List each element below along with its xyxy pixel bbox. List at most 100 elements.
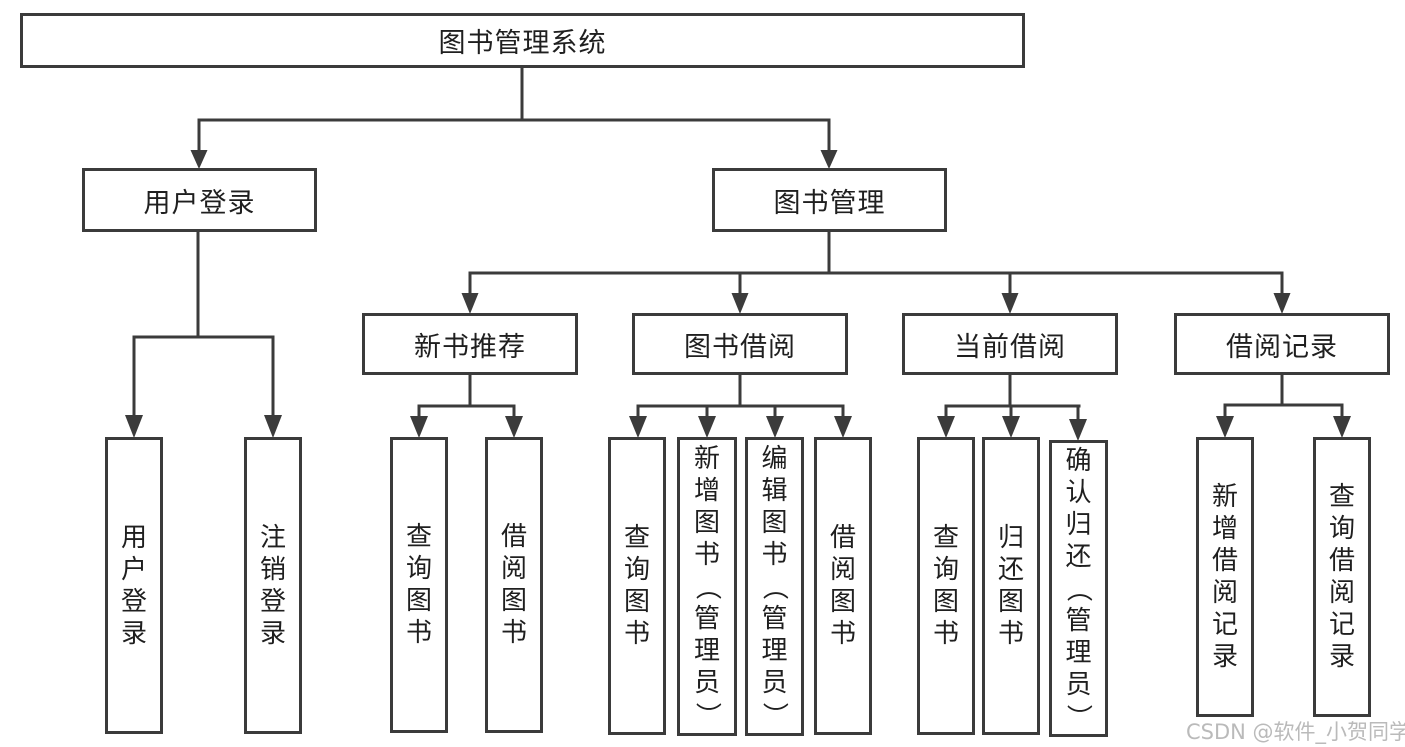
node-label: 查询图书 bbox=[624, 522, 650, 650]
vertical-char: 记 bbox=[1328, 610, 1355, 640]
connector-root-to-level2 bbox=[190, 68, 838, 169]
node-leaf-confirm-return-admin: 确认归还 （ 管理员 ） bbox=[1049, 440, 1108, 737]
watermark: CSDN @软件_小贺同学 bbox=[1186, 720, 1405, 744]
node-label: 当前借阅 bbox=[954, 331, 1066, 363]
vertical-char: 查 bbox=[405, 522, 432, 552]
node-label: 借阅图书 bbox=[501, 521, 527, 649]
vertical-char: 图 bbox=[693, 507, 720, 538]
vertical-char: 录 bbox=[1211, 642, 1238, 672]
node-library-management-system: 图书管理系统 bbox=[20, 13, 1025, 68]
vertical-char: 理 bbox=[1065, 637, 1092, 668]
vertical-char: 录 bbox=[1328, 642, 1355, 672]
vertical-char: 销 bbox=[259, 554, 286, 585]
node-leaf-add-books-admin: 新增图书（管理员） bbox=[677, 437, 737, 736]
vertical-char: 图 bbox=[761, 507, 788, 538]
vertical-char: 还 bbox=[997, 555, 1024, 585]
vertical-char: 查 bbox=[1328, 482, 1355, 512]
vertical-char: （ bbox=[759, 573, 790, 600]
vertical-char: 书 bbox=[623, 619, 650, 649]
vertical-char: ） bbox=[1063, 703, 1094, 730]
vertical-char: 阅 bbox=[500, 554, 527, 584]
node-leaf-logout: 注销登录 bbox=[244, 437, 302, 734]
vertical-char: 员 bbox=[1065, 669, 1092, 700]
connector-book-mgmt-sections bbox=[461, 232, 1291, 314]
vertical-char: 管 bbox=[693, 603, 720, 634]
vertical-char: ） bbox=[759, 701, 790, 728]
node-label: 借阅图书 bbox=[830, 522, 856, 650]
vertical-char: （ bbox=[691, 573, 722, 600]
vertical-char: 图 bbox=[405, 586, 432, 616]
vertical-char: 借 bbox=[1328, 546, 1355, 576]
vertical-char: 归 bbox=[1065, 509, 1092, 540]
vertical-char: 登 bbox=[259, 586, 286, 617]
vertical-char: 辑 bbox=[761, 475, 788, 506]
node-leaf-query-books-2: 查询图书 bbox=[608, 437, 666, 735]
vertical-char: 认 bbox=[1065, 477, 1092, 508]
node-label: 借阅记录 bbox=[1226, 331, 1338, 363]
vertical-char: 户 bbox=[120, 554, 147, 585]
connector-book-borrow-children bbox=[629, 375, 852, 438]
vertical-char: 员 bbox=[761, 667, 788, 698]
node-book-management: 图书管理 bbox=[712, 168, 947, 232]
vertical-char: 注 bbox=[259, 522, 286, 553]
node-label: 归还图书 bbox=[998, 522, 1024, 650]
vertical-char: 借 bbox=[1211, 546, 1238, 576]
vertical-char: 还 bbox=[1065, 541, 1092, 572]
vertical-char: 阅 bbox=[1211, 578, 1238, 608]
node-label: 用户登录 bbox=[121, 522, 147, 650]
vertical-char: 书 bbox=[500, 618, 527, 648]
node-leaf-query-books-1: 查询图书 bbox=[390, 437, 448, 733]
node-label: 图书管理系统 bbox=[438, 28, 607, 59]
vertical-char: 理 bbox=[761, 635, 788, 666]
vertical-char: 书 bbox=[829, 619, 856, 649]
node-leaf-borrow-books-1: 借阅图书 bbox=[485, 437, 543, 733]
node-leaf-query-books-3: 查询图书 bbox=[917, 437, 975, 735]
vertical-char: ） bbox=[691, 701, 722, 728]
node-borrowing-records: 借阅记录 bbox=[1174, 313, 1390, 375]
vertical-char: 管 bbox=[1065, 605, 1092, 636]
vertical-char: 阅 bbox=[829, 555, 856, 585]
vertical-char: 书 bbox=[761, 539, 788, 570]
connector-borrow-records-children bbox=[1216, 375, 1351, 438]
vertical-char: 用 bbox=[120, 522, 147, 553]
vertical-char: 询 bbox=[1328, 514, 1355, 544]
vertical-char: 录 bbox=[259, 618, 286, 649]
vertical-char: 录 bbox=[120, 618, 147, 649]
vertical-char: 图 bbox=[932, 587, 959, 617]
vertical-char: 借 bbox=[829, 523, 856, 553]
vertical-char: 新 bbox=[693, 443, 720, 474]
vertical-char: 登 bbox=[120, 586, 147, 617]
vertical-char: 图 bbox=[500, 586, 527, 616]
vertical-char: 图 bbox=[623, 587, 650, 617]
connector-new-book-children bbox=[410, 375, 523, 438]
vertical-char: 询 bbox=[623, 555, 650, 585]
vertical-char: 询 bbox=[932, 555, 959, 585]
node-user-login: 用户登录 bbox=[82, 168, 317, 232]
vertical-char: 查 bbox=[623, 523, 650, 553]
node-label: 新书推荐 bbox=[414, 331, 526, 363]
node-leaf-add-borrow-record: 新增借阅记录 bbox=[1196, 437, 1254, 717]
node-leaf-return-books: 归还图书 bbox=[982, 437, 1040, 735]
node-label: 新增借阅记录 bbox=[1212, 481, 1238, 673]
node-leaf-user-login: 用户登录 bbox=[105, 437, 163, 734]
vertical-char: 书 bbox=[693, 539, 720, 570]
vertical-char: 确 bbox=[1065, 445, 1092, 476]
node-book-borrowing: 图书借阅 bbox=[632, 313, 848, 375]
node-leaf-edit-books-admin: 编辑图书 （ 管理员 ） bbox=[745, 437, 804, 736]
node-label: 图书管理 bbox=[773, 187, 886, 219]
vertical-char: 编 bbox=[761, 443, 788, 474]
node-label: 新增图书（管理员） bbox=[691, 443, 722, 731]
vertical-char: 借 bbox=[500, 522, 527, 552]
vertical-char: 理 bbox=[693, 635, 720, 666]
vertical-char: 书 bbox=[405, 618, 432, 648]
vertical-char: 查 bbox=[932, 523, 959, 553]
node-leaf-query-borrow-record: 查询借阅记录 bbox=[1313, 437, 1371, 717]
vertical-char: 管 bbox=[761, 603, 788, 634]
vertical-char: 书 bbox=[997, 619, 1024, 649]
node-leaf-borrow-books-2: 借阅图书 bbox=[814, 437, 872, 735]
node-label: 用户登录 bbox=[143, 187, 256, 219]
node-label: 查询借阅记录 bbox=[1329, 481, 1355, 673]
vertical-char: （ bbox=[1063, 575, 1094, 602]
